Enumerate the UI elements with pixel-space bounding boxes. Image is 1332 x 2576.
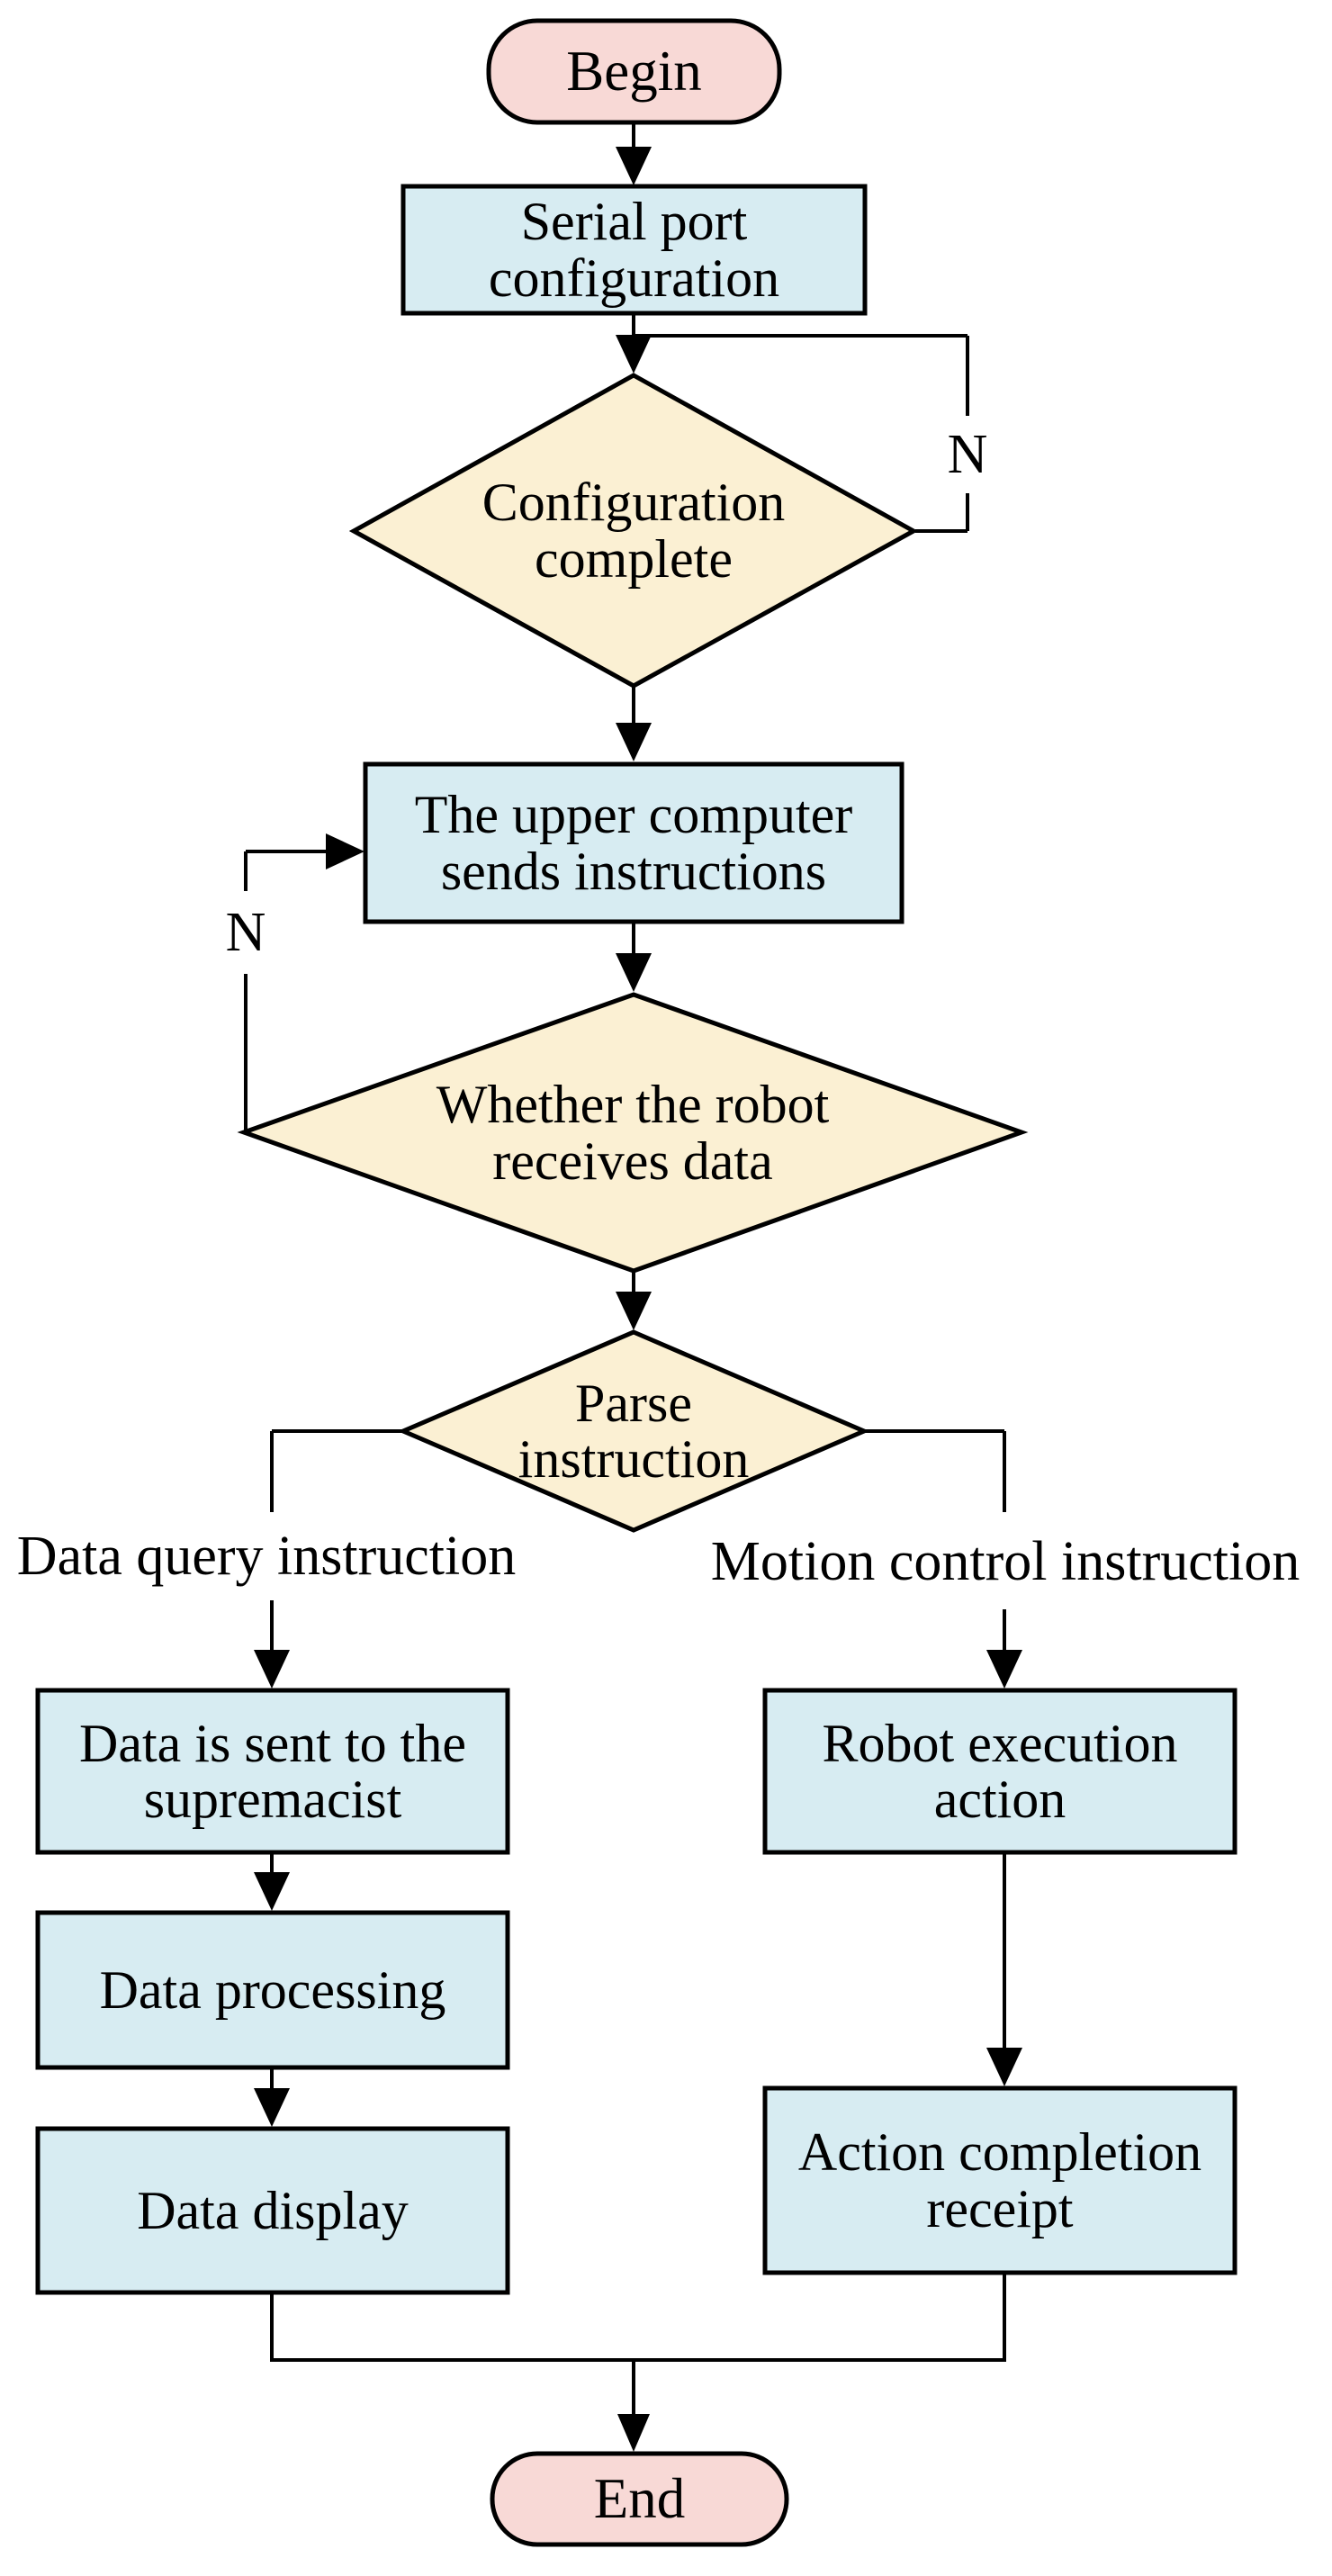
robot-receives-decision-shape <box>237 992 1029 1274</box>
arrowhead-into-robotreceive <box>616 953 652 992</box>
arrowhead-into-datasent <box>254 1650 290 1689</box>
arrowhead-into-robotexec <box>986 1650 1022 1689</box>
arrowhead-into-receipt <box>986 2048 1022 2086</box>
parse-instruction-decision-shape <box>397 1329 870 1533</box>
begin-terminator-shape <box>486 18 782 125</box>
action-receipt-process-shape <box>762 2085 1238 2275</box>
upper-computer-process-shape <box>363 761 904 924</box>
data-processing-process-shape <box>35 1910 510 2070</box>
serial-config-process-shape <box>400 184 868 316</box>
arrowhead-into-end <box>617 2414 650 2452</box>
configuration-complete-decision-shape <box>348 373 919 689</box>
arrowhead-into-processing <box>254 1872 290 1911</box>
arrowhead-into-serial <box>616 147 652 185</box>
shape-group <box>35 18 1238 2547</box>
connector-group <box>244 122 1006 2423</box>
arrowhead-into-config <box>616 335 652 374</box>
data-sent-process-shape <box>35 1688 510 1855</box>
robot-execution-process-shape <box>762 1688 1238 1855</box>
arrowhead-into-display <box>254 2088 290 2127</box>
arrowhead-into-upper <box>616 723 652 761</box>
data-display-process-shape <box>35 2126 510 2295</box>
arrowhead-into-parse <box>616 1292 652 1330</box>
arrowhead-group <box>254 147 1022 2452</box>
end-terminator-shape <box>490 2451 789 2547</box>
arrowhead-loop-into-upper <box>326 833 364 869</box>
